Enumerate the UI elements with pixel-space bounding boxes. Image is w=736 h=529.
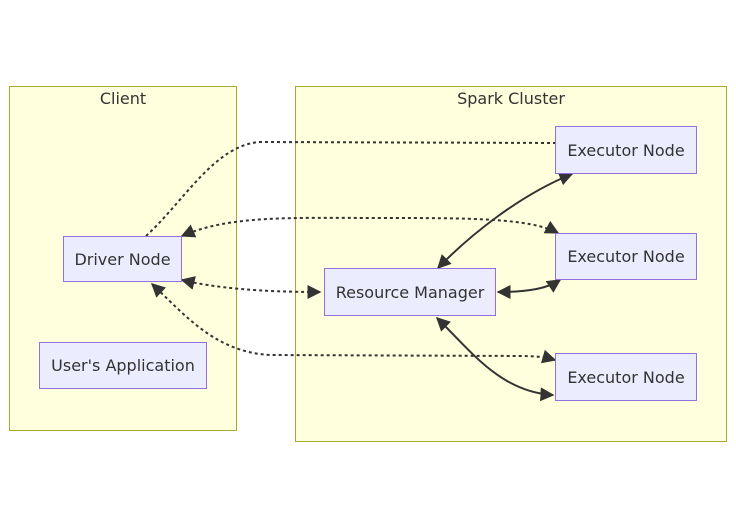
spark-cluster-title: Spark Cluster [457,89,565,108]
edge-rm-exec3 [435,317,555,402]
edge-driver-exec1 [145,140,556,237]
users-application-node[interactable]: User's Application [39,342,207,389]
driver-node[interactable]: Driver Node [63,236,182,282]
client-cluster-title: Client [99,89,147,108]
executor-node-3[interactable]: Executor Node [555,353,697,401]
executor-node-2[interactable]: Executor Node [555,233,697,280]
resource-manager-node[interactable]: Resource Manager [324,268,496,316]
edge-rm-exec1 [437,172,574,270]
edge-rm-exec2 [496,279,562,299]
edge-driver-rm [180,276,322,299]
edge-driver-exec2 [180,216,560,238]
executor-node-1[interactable]: Executor Node [555,126,697,174]
